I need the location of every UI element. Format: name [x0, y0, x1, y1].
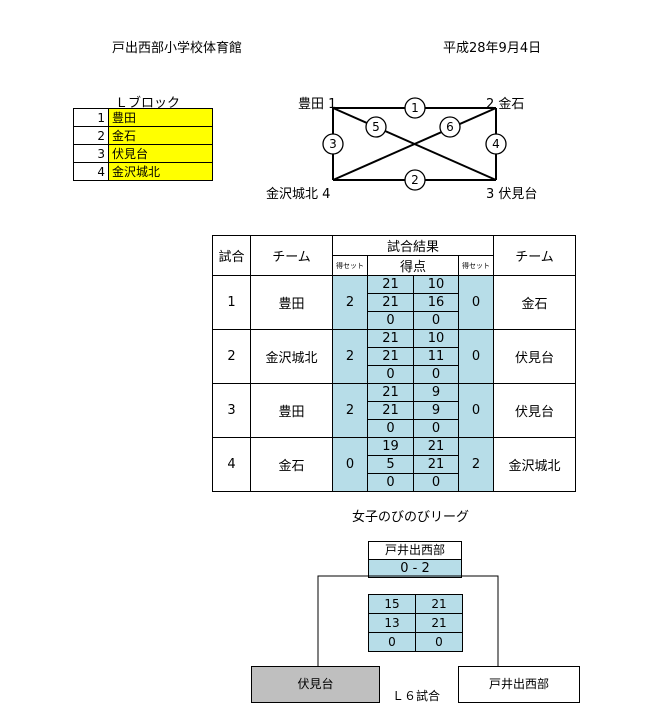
sets-left: 2 [332, 329, 368, 384]
score-right: 9 [413, 401, 459, 420]
score-right: 0 [413, 311, 459, 330]
sets-left: 2 [332, 275, 368, 330]
score-right: 21 [415, 594, 463, 614]
score-left: 0 [367, 473, 414, 492]
round-robin-diagram: 1 2 3 4 5 6 [322, 97, 507, 191]
diagram-corner-tl: 豊田 1 [298, 97, 337, 112]
score-right: 11 [413, 347, 459, 366]
score-left: 21 [367, 275, 414, 294]
score-left: 21 [367, 401, 414, 420]
score-left: 0 [368, 632, 416, 652]
score-right: 16 [413, 293, 459, 312]
sets-right: 0 [458, 383, 494, 438]
team-left: 金石 [250, 437, 333, 492]
team-left: 豊田 [250, 383, 333, 438]
score-left: 21 [367, 293, 414, 312]
score-left: 21 [367, 383, 414, 402]
left-team-box: 伏見台 [251, 666, 380, 703]
team-right: 伏見台 [493, 329, 576, 384]
team-right: 金沢城北 [493, 437, 576, 492]
team-name: 金沢城北 [108, 162, 213, 181]
match-3-marker: 3 [329, 137, 337, 151]
score-left: 13 [368, 613, 416, 633]
sets-right: 0 [458, 329, 494, 384]
score-right: 21 [413, 437, 459, 456]
score-right: 0 [413, 365, 459, 384]
sets-left: 0 [332, 437, 368, 492]
diagram-corner-br: 3 伏見台 [486, 187, 538, 202]
header-sets-right: 得セット [458, 255, 494, 276]
score-right: 21 [415, 613, 463, 633]
match-1-marker: 1 [411, 101, 419, 115]
diagram-corner-bl: 金沢城北 4 [266, 187, 331, 202]
score-left: 15 [368, 594, 416, 614]
team-left: 金沢城北 [250, 329, 333, 384]
block-title: Ｌブロック [115, 96, 181, 111]
team-right: 金石 [493, 275, 576, 330]
sets-left: 2 [332, 383, 368, 438]
match-no: 2 [212, 329, 251, 384]
score-left: 21 [367, 329, 414, 348]
match-label: Ｌ６試合 [392, 689, 441, 703]
final-score-box: 0 - 2 [368, 559, 462, 578]
team-name: 豊田 [108, 108, 213, 127]
venue-label: 戸出西部小学校体育館 [112, 41, 243, 56]
header-team-right: チーム [493, 235, 576, 276]
league-title: 女子のびのびリーグ [352, 510, 470, 525]
right-team-box: 戸井出西部 [458, 666, 580, 703]
score-right: 0 [415, 632, 463, 652]
sets-right: 0 [458, 275, 494, 330]
match-2-marker: 2 [411, 173, 419, 187]
score-right: 0 [413, 473, 459, 492]
score-left: 0 [367, 419, 414, 438]
match-4-marker: 4 [492, 137, 500, 151]
date-label: 平成28年9月4日 [443, 41, 542, 56]
match-6-marker: 6 [446, 120, 454, 134]
team-name: 金石 [108, 126, 213, 145]
header-team-left: チーム [250, 235, 333, 276]
team-right: 伏見台 [493, 383, 576, 438]
sets-right: 2 [458, 437, 494, 492]
match-5-marker: 5 [372, 120, 380, 134]
match-no: 4 [212, 437, 251, 492]
score-left: 0 [367, 365, 414, 384]
score-left: 5 [367, 455, 414, 474]
